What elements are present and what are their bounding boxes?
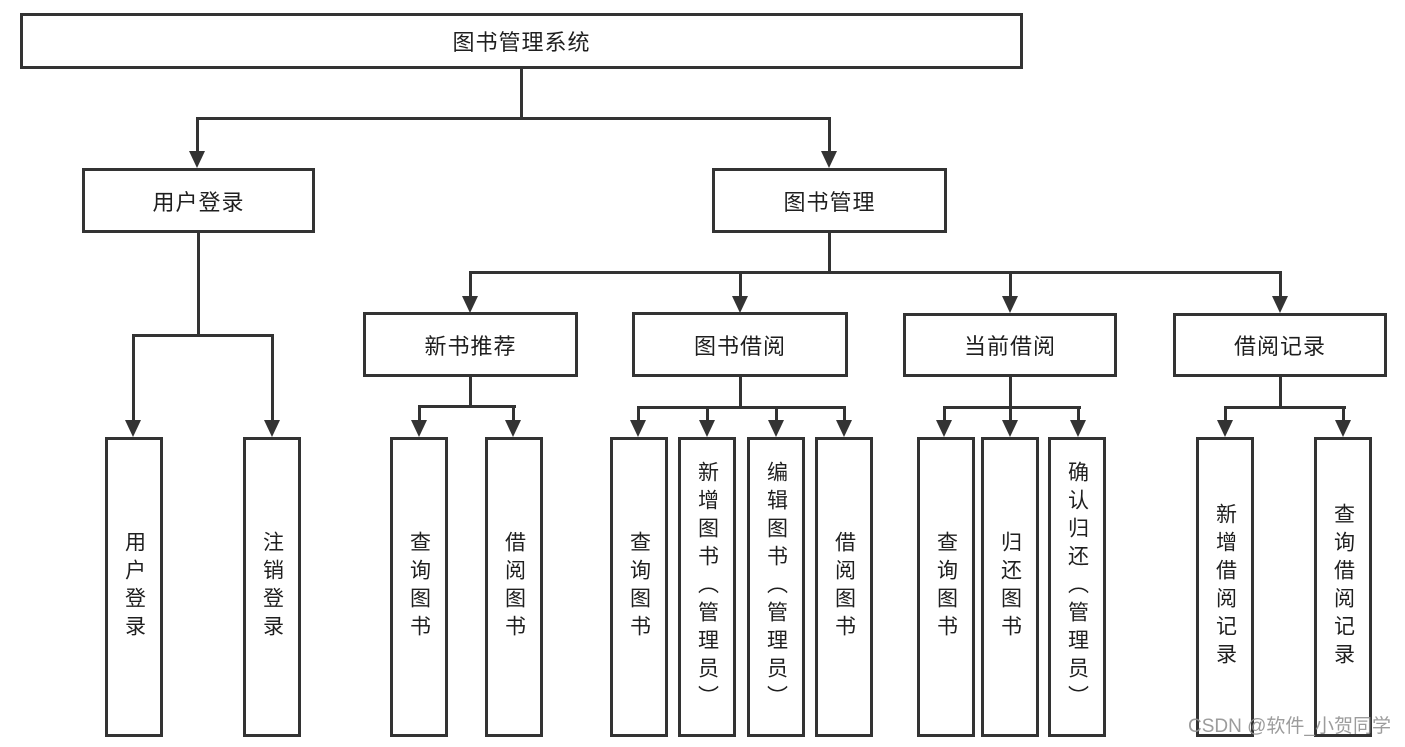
node-label: 图书管理 (783, 189, 876, 215)
arrow-down-icon (821, 151, 837, 168)
connector-line (132, 334, 135, 421)
leaf-label: 归还图书 (998, 531, 1022, 643)
connector-line (197, 233, 200, 337)
leaf-label: 借阅图书 (832, 531, 856, 643)
leaf-query-books-recommend: 查询图书 (390, 437, 448, 737)
arrow-down-icon (630, 420, 646, 437)
connector-line (1224, 406, 1227, 422)
connector-line (739, 377, 742, 408)
leaf-edit-books-admin: 编辑图书（管理员） (747, 437, 805, 737)
node-borrowing-records: 借阅记录 (1173, 313, 1387, 377)
arrow-down-icon (1002, 296, 1018, 313)
node-label: 用户登录 (152, 189, 245, 215)
connector-line (1009, 271, 1012, 298)
arrow-down-icon (505, 420, 521, 437)
csdn-watermark: CSDN @软件_小贺同学 (1188, 716, 1391, 737)
connector-line (828, 117, 831, 152)
leaf-label: 查询借阅记录 (1331, 503, 1355, 671)
arrow-down-icon (1070, 420, 1086, 437)
node-label: 新书推荐 (424, 333, 517, 359)
leaf-borrow-books-recommend: 借阅图书 (485, 437, 543, 737)
leaf-label: 查询图书 (627, 531, 651, 643)
connector-line (775, 406, 778, 422)
arrow-down-icon (768, 420, 784, 437)
node-label: 当前借阅 (963, 334, 1056, 359)
leaf-label: 编辑图书（管理员） (764, 461, 788, 713)
node-label: 图书借阅 (693, 333, 786, 359)
leaf-user-login: 用户登录 (105, 437, 163, 737)
leaf-label: 新增图书（管理员） (695, 461, 719, 713)
arrow-down-icon (1335, 420, 1351, 437)
arrow-down-icon (1002, 420, 1018, 437)
arrow-down-icon (264, 420, 280, 437)
connector-line (197, 117, 831, 120)
node-label: 借阅记录 (1233, 334, 1326, 359)
node-label: 图书管理系统 (452, 30, 591, 55)
connector-line (1077, 406, 1080, 422)
arrow-down-icon (462, 296, 478, 313)
arrow-down-icon (189, 151, 205, 168)
connector-line (132, 334, 273, 337)
node-book-management: 图书管理 (712, 168, 947, 233)
leaf-query-books-borrowing: 查询图书 (610, 437, 668, 737)
arrow-down-icon (1217, 420, 1233, 437)
connector-line (271, 334, 274, 421)
leaf-label: 确认归还（管理员） (1065, 461, 1089, 713)
arrow-down-icon (411, 420, 427, 437)
leaf-return-books: 归还图书 (981, 437, 1039, 737)
node-new-book-recommendation: 新书推荐 (363, 312, 578, 377)
leaf-borrow-books: 借阅图书 (815, 437, 873, 737)
connector-line (843, 406, 846, 422)
connector-line (418, 405, 516, 408)
connector-line (469, 271, 1282, 274)
connector-line (1342, 406, 1345, 422)
leaf-label: 用户登录 (122, 531, 146, 643)
connector-line (828, 233, 831, 274)
connector-line (196, 117, 199, 152)
leaf-label: 查询图书 (407, 531, 431, 643)
node-library-management-system: 图书管理系统 (20, 13, 1023, 69)
leaf-label: 注销登录 (260, 531, 284, 643)
leaf-label: 借阅图书 (502, 531, 526, 643)
connector-line (706, 406, 709, 422)
connector-line (637, 406, 846, 409)
leaf-label: 新增借阅记录 (1213, 503, 1237, 671)
connector-line (739, 271, 742, 298)
connector-line (469, 271, 472, 298)
leaf-query-books-current: 查询图书 (917, 437, 975, 737)
arrow-down-icon (699, 420, 715, 437)
arrow-down-icon (936, 420, 952, 437)
connector-line (943, 406, 1081, 409)
arrow-down-icon (125, 420, 141, 437)
connector-line (1009, 377, 1012, 408)
leaf-label: 查询图书 (934, 531, 958, 643)
leaf-add-books-admin: 新增图书（管理员） (678, 437, 736, 737)
arrow-down-icon (836, 420, 852, 437)
arrow-down-icon (732, 296, 748, 313)
leaf-confirm-return-admin: 确认归还（管理员） (1048, 437, 1106, 737)
arrow-down-icon (1272, 296, 1288, 313)
connector-line (943, 406, 946, 422)
connector-line (1279, 377, 1282, 408)
node-book-borrowing: 图书借阅 (632, 312, 848, 377)
connector-line (637, 406, 640, 422)
node-user-login: 用户登录 (82, 168, 315, 233)
node-current-borrowing: 当前借阅 (903, 313, 1117, 377)
leaf-add-borrow-record: 新增借阅记录 (1196, 437, 1254, 737)
connector-line (1224, 406, 1346, 409)
connector-line (512, 405, 515, 422)
connector-line (469, 377, 472, 408)
connector-line (520, 69, 523, 117)
connector-line (418, 405, 421, 422)
connector-line (1279, 271, 1282, 298)
leaf-logout: 注销登录 (243, 437, 301, 737)
connector-line (1009, 406, 1012, 422)
leaf-query-borrow-record: 查询借阅记录 (1314, 437, 1372, 737)
